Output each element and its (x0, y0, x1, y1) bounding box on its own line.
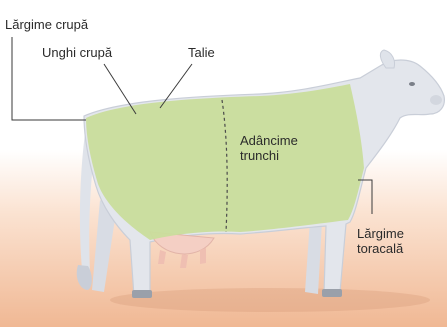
cow-eye (409, 82, 415, 86)
label-stature: Talie (188, 45, 215, 60)
label-body-depth-line2: trunchi (240, 148, 298, 163)
cow-shadow (110, 288, 430, 312)
label-rump-width: Lărgime crupă (5, 17, 88, 32)
label-body-depth-line1: Adâncime (240, 133, 298, 148)
label-rump-angle: Unghi crupă (42, 45, 112, 60)
hoof-hind (132, 290, 152, 298)
hoof-front (322, 289, 342, 297)
teat-3 (200, 248, 206, 264)
label-chest-width-line1: Lărgime (357, 226, 404, 241)
label-body-depth: Adâncime trunchi (240, 133, 298, 163)
label-chest-width-line2: toracală (357, 241, 404, 256)
measured-body-zone (86, 84, 364, 240)
label-chest-width: Lărgime toracală (357, 226, 404, 256)
cow-muzzle (430, 95, 442, 105)
